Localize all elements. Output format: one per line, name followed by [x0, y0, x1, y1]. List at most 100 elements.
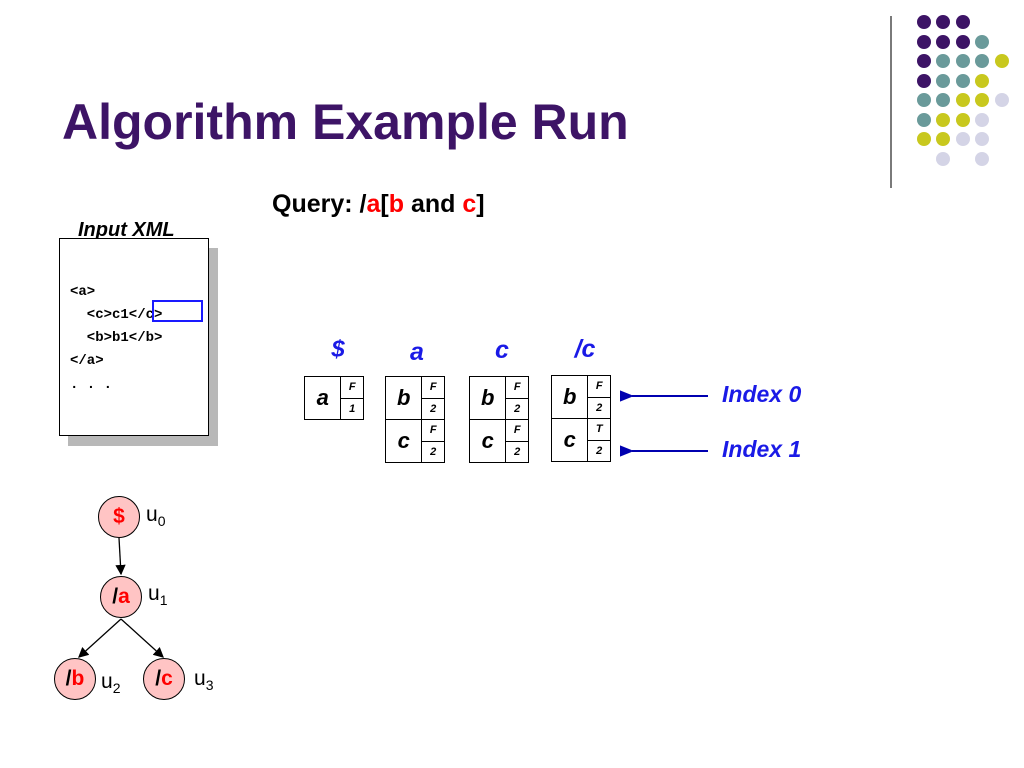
u2-label: u2 [101, 670, 120, 696]
stack-label-a: a [410, 338, 424, 366]
node-label: $ [113, 505, 125, 528]
stack-label-slash-c: /c [555, 335, 615, 364]
stack-label-c: c [495, 336, 509, 364]
query-prefix: Query: / [272, 190, 367, 218]
decorative-dot [916, 93, 931, 107]
cell-name: b [552, 376, 589, 418]
node-prefix: / [155, 667, 162, 690]
index-0-label: Index 0 [722, 381, 802, 407]
decorative-dot [975, 112, 989, 127]
decorative-dot [936, 93, 950, 107]
cell-count: 1 [341, 397, 363, 420]
xml-line: </a> [70, 353, 104, 369]
cell-name: c [552, 419, 589, 461]
cell-count: 2 [506, 397, 528, 420]
cell-flag: T [595, 423, 603, 436]
u-letter: u [146, 503, 158, 526]
decorative-dot [994, 54, 1009, 68]
u3-label: u3 [194, 667, 213, 693]
node-prefix: / [65, 667, 72, 690]
cell-flag: F [348, 381, 356, 394]
slide-title: Algorithm Example Run [62, 94, 629, 150]
input-xml-box: <a> <c>c1</c> <b>b1</b> </a> . . . [59, 238, 209, 436]
xml-line: . . . [70, 377, 113, 393]
stack-cell: c F 2 [469, 419, 529, 463]
decorative-dot [955, 93, 970, 107]
decorative-dot [955, 73, 970, 88]
stack-label-prefix: / [574, 335, 582, 363]
decorative-dot [955, 54, 970, 68]
cell-flag: F [595, 380, 603, 393]
input-xml-title: Input XML [78, 219, 175, 241]
tree-node-b: /b [54, 658, 96, 700]
cell-flag: F [513, 381, 521, 394]
u-letter: u [148, 582, 160, 605]
u-letter: u [194, 667, 206, 690]
u0-label: u0 [146, 503, 165, 529]
node-label: b [71, 667, 85, 690]
decorative-dot [916, 112, 931, 127]
query-a: a [366, 190, 381, 218]
decorative-dot [975, 34, 989, 49]
decorative-dot [955, 132, 970, 146]
stack-cell: c T 2 [551, 418, 611, 462]
cell-flag: F [429, 424, 437, 437]
decorative-dot [975, 54, 989, 68]
cell-count: 2 [422, 397, 444, 420]
query-text: Query: /a[b and c] [272, 190, 485, 219]
u-subscript: 0 [157, 513, 166, 530]
decorative-dot [936, 54, 950, 68]
decorative-divider [890, 16, 892, 188]
decorative-dot [936, 112, 950, 127]
query-and: and [404, 190, 463, 218]
u1-label: u1 [148, 582, 167, 608]
decorative-dot [916, 34, 931, 49]
decorative-dot [975, 151, 989, 166]
stack-label-name: c [581, 335, 596, 363]
decorative-dot [916, 73, 931, 88]
query-bracket-open: [ [380, 190, 389, 218]
decorative-dot [955, 15, 970, 29]
decorative-dot [994, 93, 1009, 107]
edge-root-a [115, 537, 126, 576]
cell-name: c [386, 420, 423, 462]
cell-count: 2 [588, 439, 610, 462]
stack-label-root: $ [331, 336, 345, 363]
decorative-dot [955, 34, 970, 49]
xml-highlight-box [152, 300, 203, 322]
tree-node-c: /c [143, 658, 185, 700]
stack-cell: b F 2 [469, 376, 529, 420]
edge-a-b [78, 618, 122, 658]
xml-line: <b>b1</b> [70, 330, 163, 346]
cell-count: 2 [422, 440, 444, 463]
decorative-dot [975, 73, 989, 88]
decorative-dot [936, 15, 950, 29]
decorative-dot-grid [0, 0, 1024, 200]
u-subscript: 3 [205, 677, 214, 694]
query-b: b [388, 190, 404, 218]
cell-name: b [470, 377, 507, 419]
xml-line: <c>c1</c> [70, 307, 163, 323]
decorative-dot [936, 34, 950, 49]
stack-cell: b F 2 [551, 375, 611, 419]
node-label: a [118, 585, 130, 608]
cell-count: 2 [506, 440, 528, 463]
decorative-dot [916, 54, 931, 68]
tree-node-a: /a [100, 576, 142, 618]
u-letter: u [101, 670, 113, 693]
index-1-label: Index 1 [722, 436, 802, 462]
node-prefix: / [112, 585, 119, 608]
xml-line: <a> [70, 284, 96, 300]
decorative-dot [975, 93, 989, 107]
decorative-dot [936, 151, 950, 166]
cell-flag: F [429, 381, 437, 394]
cell-name: c [470, 420, 507, 462]
cell-count: 2 [588, 396, 610, 419]
u-subscript: 1 [159, 592, 168, 609]
decorative-dot [975, 132, 989, 146]
decorative-dot [955, 112, 970, 127]
cell-flag: F [513, 424, 521, 437]
edge-a-c [120, 618, 164, 658]
